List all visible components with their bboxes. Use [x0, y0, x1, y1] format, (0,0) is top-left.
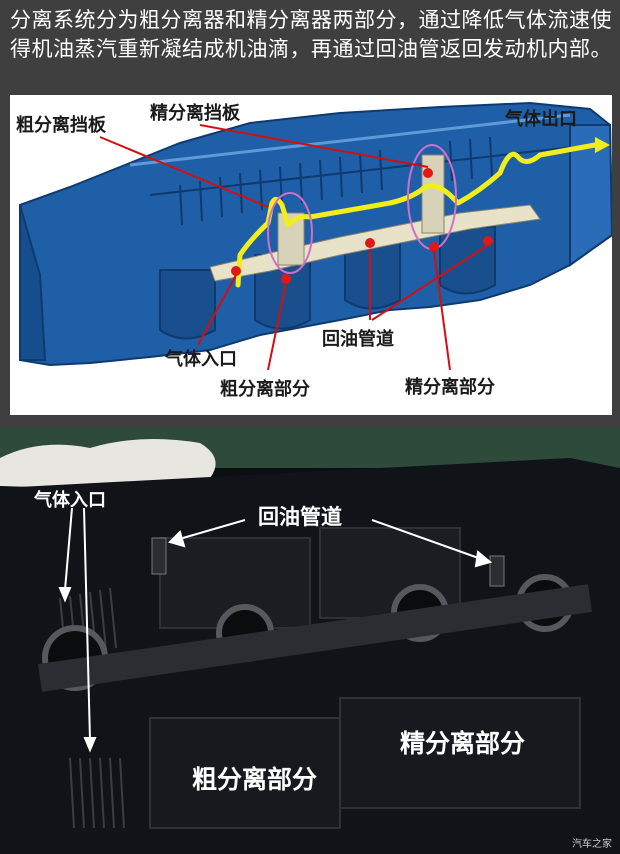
cover-photo: 气体入口 回油管道 精分离部分 粗分离部分 汽车之家 [0, 428, 620, 854]
watermark: 汽车之家 [572, 839, 612, 850]
coarse-separation-highlight [267, 192, 313, 274]
cad-diagram-svg: 粗分离挡板 精分离挡板 气体出口 气体入口 粗分离部分 回油管道 精分离部分 [16, 101, 612, 400]
valve-cover-housing [19, 101, 612, 367]
leader-lines [99, 124, 489, 371]
coarse-baffle-plate [277, 212, 305, 266]
cover-photo-svg: 气体入口 回油管道 精分离部分 粗分离部分 [0, 428, 620, 854]
annotation-dots [231, 168, 493, 284]
photo-label-oil-return: 回油管道 [258, 505, 342, 529]
label-coarse-baffle: 粗分离挡板 [16, 114, 107, 136]
photo-label-fine-part: 精分离部分 [400, 729, 525, 758]
gas-outlet-arrowhead [595, 137, 610, 153]
gas-flow-path [235, 142, 598, 288]
cad-diagram: 粗分离挡板 精分离挡板 气体出口 气体入口 粗分离部分 回油管道 精分离部分 [10, 95, 612, 415]
caption-text: 分离系统分为粗分离器和精分离器两部分，通过降低气体流速使得机油蒸汽重新凝结成机油… [10, 8, 612, 61]
label-fine-baffle: 精分离挡板 [150, 102, 241, 124]
photo-label-coarse-part: 粗分离部分 [192, 765, 317, 794]
coarse-separation-chamber [149, 717, 341, 829]
photo-label-gas-inlet: 气体入口 [33, 489, 106, 511]
label-gas-outlet: 气体出口 [504, 108, 577, 130]
fine-separation-chamber [339, 697, 581, 809]
label-coarse-part: 粗分离部分 [220, 378, 310, 400]
oil-return-tube-right [489, 555, 505, 587]
label-gas-inlet: 气体入口 [164, 348, 237, 370]
label-oil-return: 回油管道 [322, 328, 394, 350]
label-fine-part: 精分离部分 [405, 376, 495, 398]
photo-arrows [58, 507, 493, 753]
oil-return-tube-left [151, 537, 167, 575]
